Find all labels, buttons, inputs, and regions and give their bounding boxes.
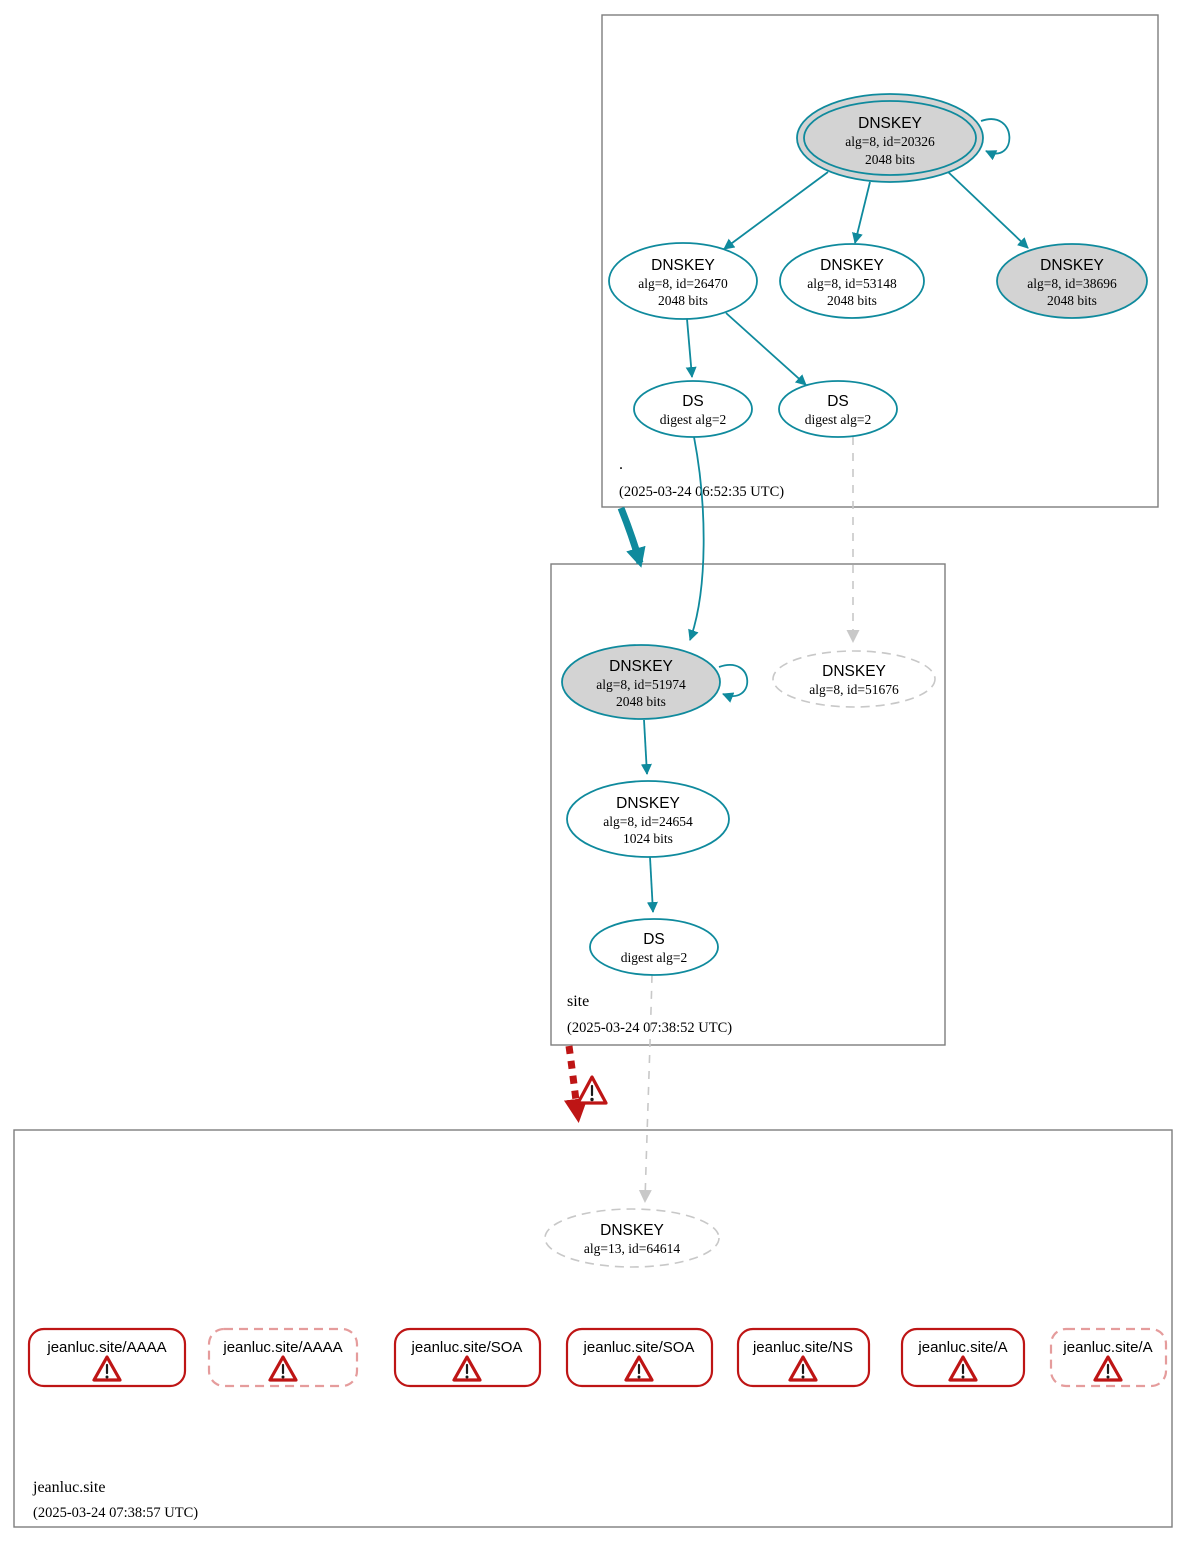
node-rrset-a-2[interactable]: jeanluc.site/A [1049,1327,1168,1388]
delegation-warning-icon[interactable] [576,1075,608,1105]
node-rrset-aaaa-2[interactable]: jeanluc.site/AAAA [207,1327,359,1388]
graph-edges [563,118,1029,1203]
node-detail: 2048 bits [658,293,708,308]
node-dnskey-20326[interactable]: DNSKEY alg=8, id=20326 2048 bits [796,93,984,183]
edge-ksk-selfsign [980,118,1011,161]
warning-icon [268,1355,298,1382]
node-detail: 2048 bits [865,152,915,167]
node-type: DNSKEY [820,257,884,274]
node-ds-root-1[interactable]: DS digest alg=2 [633,380,753,438]
edge-delegation-root-to-site [617,506,646,568]
node-detail: alg=8, id=51974 [596,677,686,692]
node-detail: 2048 bits [1047,293,1097,308]
node-rrset-a-1[interactable]: jeanluc.site/A [900,1327,1026,1388]
rrset-label: jeanluc.site/SOA [583,1339,695,1356]
node-detail: digest alg=2 [805,412,871,427]
warning-icon [788,1355,818,1382]
node-dnskey-38696[interactable]: DNSKEY alg=8, id=38696 2048 bits [996,243,1148,319]
node-type: DNSKEY [609,658,673,675]
warning-icon [624,1355,654,1382]
root-zone-border [601,14,1159,508]
node-detail: 2048 bits [616,694,666,709]
node-dnskey-51676[interactable]: DNSKEY alg=8, id=51676 [772,650,936,708]
node-type: DNSKEY [858,115,922,132]
node-detail: alg=13, id=64614 [584,1241,680,1256]
edge-ksk-to-dnskey-53148 [852,181,871,244]
jeanluc-zone-timestamp: (2025-03-24 07:38:57 UTC) [33,1505,198,1521]
node-detail: digest alg=2 [660,412,726,427]
node-detail: alg=8, id=38696 [1027,276,1117,291]
edge-ksk-to-dnskey-26470 [723,171,829,250]
node-type: DNSKEY [1040,257,1104,274]
edge-ksk-to-dnskey-38696 [945,169,1029,249]
node-detail: digest alg=2 [621,950,687,965]
edge-ds1-to-site-ksk [688,436,705,641]
site-zone-border [550,563,946,1046]
warning-icon [452,1355,482,1382]
node-type: DS [643,931,665,948]
edge-dnskey-26470-to-ds1 [685,318,697,378]
node-ds-site[interactable]: DS digest alg=2 [589,918,719,976]
node-detail: 1024 bits [623,831,673,846]
warning-icon [92,1355,122,1382]
node-dnskey-53148[interactable]: DNSKEY alg=8, id=53148 2048 bits [779,243,925,319]
rrset-label: jeanluc.site/NS [752,1339,853,1356]
node-rrset-ns[interactable]: jeanluc.site/NS [736,1327,871,1388]
node-detail: 2048 bits [827,293,877,308]
node-detail: alg=8, id=24654 [603,814,693,829]
node-type: DS [827,393,849,410]
node-rrset-soa-1[interactable]: jeanluc.site/SOA [393,1327,542,1388]
site-zone-timestamp: (2025-03-24 07:38:52 UTC) [567,1020,732,1036]
zone-box-jeanluc-site: jeanluc.site (2025-03-24 07:38:57 UTC) [13,1129,1173,1528]
node-ds-root-2[interactable]: DS digest alg=2 [778,380,898,438]
node-detail: alg=8, id=20326 [845,134,935,149]
node-type: DS [682,393,704,410]
rrset-label: jeanluc.site/AAAA [46,1339,166,1356]
rrset-label: jeanluc.site/SOA [411,1339,523,1356]
warning-icon [1093,1355,1123,1382]
edge-site-ksk-selfsign [718,664,749,703]
node-rrset-aaaa-1[interactable]: jeanluc.site/AAAA [27,1327,187,1388]
node-rrset-soa-2[interactable]: jeanluc.site/SOA [565,1327,714,1388]
zone-box-site: site (2025-03-24 07:38:52 UTC) [550,563,946,1046]
edge-site-zsk-to-ds [646,856,658,913]
edge-dnskey-26470-to-ds2 [725,312,807,386]
node-detail: alg=8, id=53148 [807,276,897,291]
jeanluc-zone-border [13,1129,1173,1528]
edge-delegation-site-to-jeanluc-bogus [563,1045,588,1123]
warning-icon [948,1355,978,1382]
node-dnskey-26470[interactable]: DNSKEY alg=8, id=26470 2048 bits [608,242,758,320]
node-dnskey-51974[interactable]: DNSKEY alg=8, id=51974 2048 bits [561,644,721,720]
node-dnskey-64614[interactable]: DNSKEY alg=13, id=64614 [544,1208,720,1268]
rrset-label: jeanluc.site/A [917,1339,1007,1356]
node-detail: alg=8, id=26470 [638,276,728,291]
rrset-label: jeanluc.site/AAAA [222,1339,342,1356]
node-dnskey-24654[interactable]: DNSKEY alg=8, id=24654 1024 bits [566,780,730,858]
root-zone-label: . [619,456,623,473]
node-type: DNSKEY [822,663,886,680]
edge-site-ksk-to-zsk [640,719,652,775]
node-detail: alg=8, id=51676 [809,682,899,697]
node-type: DNSKEY [651,257,715,274]
jeanluc-zone-label: jeanluc.site [32,1479,105,1496]
node-type: DNSKEY [600,1222,664,1239]
rrset-label: jeanluc.site/A [1062,1339,1152,1356]
edge-site-ds-to-dnskey-64614 [638,974,653,1203]
site-zone-label: site [567,993,589,1010]
node-type: DNSKEY [616,795,680,812]
